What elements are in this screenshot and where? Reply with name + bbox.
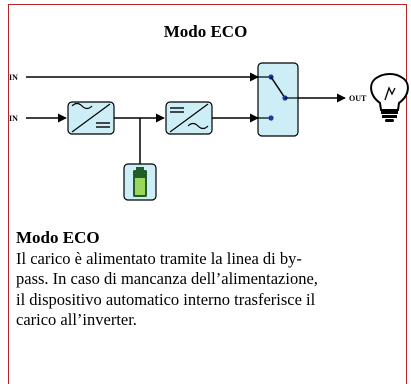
input-label-bottom: IN xyxy=(9,114,18,123)
output-label: OUT xyxy=(349,94,367,103)
description-heading: Modo ECO xyxy=(16,228,100,247)
inverter-block xyxy=(165,101,213,135)
rectifier-block xyxy=(67,101,115,135)
content-frame xyxy=(8,4,407,384)
lightbulb-icon xyxy=(370,73,409,122)
diagram-title: Modo ECO xyxy=(163,22,248,41)
description-text: Il carico è alimentato tramite la linea … xyxy=(16,248,318,330)
description: Modo ECO Il carico è alimentato tramite … xyxy=(16,228,388,331)
eco-mode-diagram: IN IN OUT xyxy=(9,62,409,201)
transfer-switch-block xyxy=(257,62,299,137)
input-label-top: IN xyxy=(9,73,18,82)
battery-icon xyxy=(123,163,157,201)
